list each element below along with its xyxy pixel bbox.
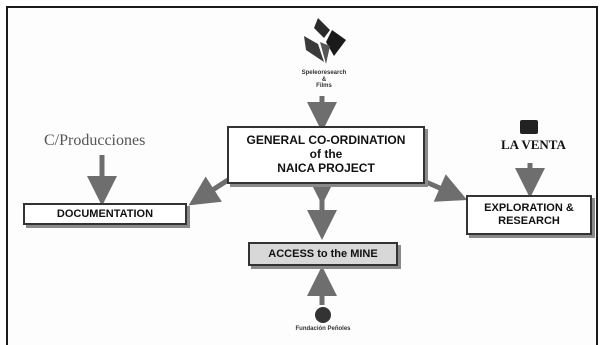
center-line2: of the: [309, 147, 343, 162]
exploration-line1: EXPLORATION &: [484, 202, 574, 215]
exploration-line2: RESEARCH: [498, 215, 560, 227]
center-line1: GENERAL CO-ORDINATION: [246, 133, 406, 148]
arrow-center-to-documentation: [188, 176, 230, 206]
top-logo: [296, 16, 352, 80]
access-label: ACCESS to the MINE: [268, 247, 378, 260]
dark-square-logo-icon: [520, 120, 538, 134]
top-logo-caption: Speleoresearch & Films: [301, 70, 347, 90]
bottom-logo-caption: Fundación Peñoles: [295, 326, 351, 332]
documentation-box: DOCUMENTATION: [23, 203, 187, 225]
documentation-label: DOCUMENTATION: [56, 207, 154, 220]
diamond-shard-logo-icon: [304, 18, 346, 64]
general-coordination-box: GENERAL CO-ORDINATION of the NAICA PROJE…: [227, 126, 425, 184]
exploration-research-box: EXPLORATION & RESEARCH: [466, 195, 592, 235]
round-logo-icon: [315, 307, 331, 323]
access-mine-box: ACCESS to the MINE: [248, 242, 398, 266]
center-line3: NAICA PROJECT: [277, 160, 375, 175]
arrow-center-to-exploration: [424, 174, 468, 202]
c-producciones-logo: C/Producciones: [44, 132, 146, 149]
la-venta-logo: LA VENTA: [501, 137, 566, 152]
